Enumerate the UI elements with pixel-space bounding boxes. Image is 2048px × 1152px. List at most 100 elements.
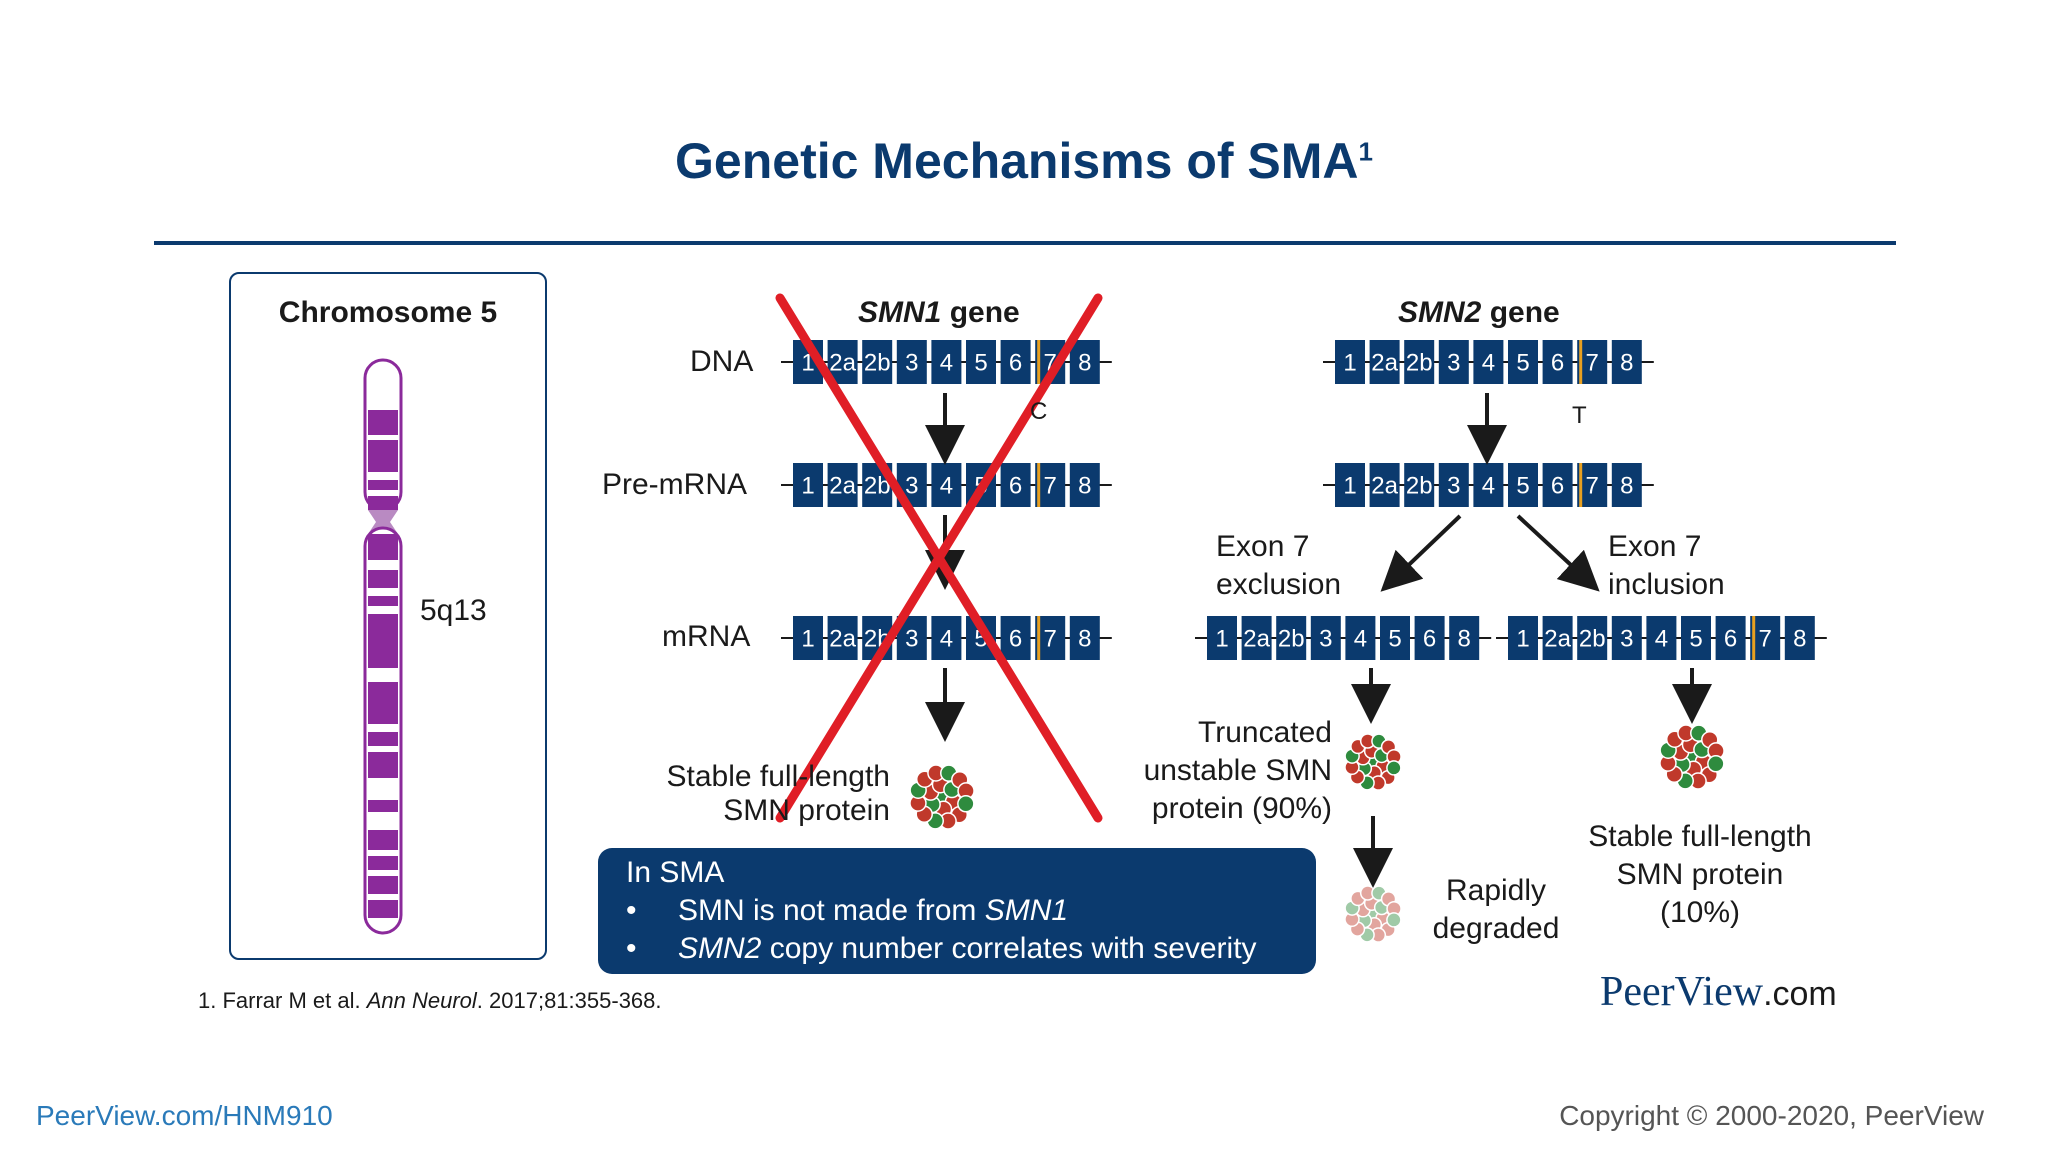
exon-label: 2b xyxy=(864,350,891,377)
footer-copyright: Copyright © 2000-2020, PeerView xyxy=(1559,1100,1984,1131)
exon-label: 1 xyxy=(1343,473,1356,500)
exon-label: 1 xyxy=(1516,626,1529,653)
smn1-variant-letter: C xyxy=(1030,398,1048,425)
exon-label: 2a xyxy=(829,626,856,653)
exon-label: 5 xyxy=(1516,350,1529,377)
exon-label: 6 xyxy=(1009,626,1022,653)
exon-label: 8 xyxy=(1458,626,1471,653)
exon7-variant-marker xyxy=(1579,340,1583,384)
protein-subunit xyxy=(1365,906,1381,922)
truncated-protein-icon xyxy=(1344,733,1402,791)
slide-title: Genetic Mechanisms of SMA1 xyxy=(675,133,1373,189)
exon-box xyxy=(1000,340,1031,384)
exon-box xyxy=(1542,340,1573,384)
exon7-variant-marker xyxy=(1579,463,1583,507)
chromosome-panel xyxy=(229,272,547,960)
row-label-mrna: mRNA xyxy=(662,620,751,653)
exon-label: 3 xyxy=(1447,350,1460,377)
smn2-gene-heading: SMN2 gene xyxy=(1398,296,1560,329)
exon-label: 2a xyxy=(829,350,856,377)
chromosome-5-illustration xyxy=(363,358,403,935)
exon-label: 1 xyxy=(801,473,814,500)
exon-box xyxy=(1542,463,1573,507)
exon-box xyxy=(931,616,962,660)
smn1-gene-heading: SMN1 gene xyxy=(858,296,1020,329)
exon-label: 7 xyxy=(1586,350,1599,377)
exon-box xyxy=(827,463,858,507)
footer-link[interactable]: PeerView.com/HNM910 xyxy=(36,1100,333,1131)
exon-box xyxy=(931,463,962,507)
exon-label: 1 xyxy=(801,626,814,653)
exon-box xyxy=(1335,340,1365,384)
protein-subunit xyxy=(1366,917,1383,933)
protein-subunit xyxy=(1386,912,1402,928)
protein-subunit xyxy=(1380,921,1396,938)
exon-label: 3 xyxy=(1319,626,1332,653)
protein-subunit xyxy=(1359,927,1375,943)
exon-box xyxy=(1404,340,1435,384)
exon-box xyxy=(1069,463,1100,507)
exon-box xyxy=(1681,616,1711,660)
exon-box xyxy=(1449,616,1480,660)
exon-box xyxy=(931,340,962,384)
exon-box xyxy=(827,616,858,660)
exon-label: 1 xyxy=(1343,350,1356,377)
protein-subunit xyxy=(1371,885,1387,901)
exon-label: 3 xyxy=(1620,626,1633,653)
exon-label: 6 xyxy=(1423,626,1436,653)
exon-box xyxy=(1508,340,1538,384)
exon-box xyxy=(1369,340,1400,384)
exon-label: 7 xyxy=(1759,626,1772,653)
exon-box xyxy=(1611,616,1642,660)
title-rule xyxy=(154,241,1896,245)
chromosome-locus-label: 5q13 xyxy=(420,594,487,627)
exon-box xyxy=(896,340,927,384)
exon-box xyxy=(1438,340,1469,384)
smn1-stable-protein-icon xyxy=(909,764,975,830)
protein-subunit xyxy=(1355,902,1371,918)
exon-label: 8 xyxy=(1078,473,1091,500)
exon-box xyxy=(1715,616,1746,660)
protein-subunit xyxy=(1356,912,1373,929)
exon-box xyxy=(1380,616,1410,660)
protein-subunit xyxy=(957,795,975,813)
exon-label: 3 xyxy=(905,626,918,653)
row-label-dna: DNA xyxy=(690,345,754,378)
exon-label: 3 xyxy=(905,473,918,500)
exon-label: 5 xyxy=(1516,473,1529,500)
exon-label: 4 xyxy=(1354,626,1367,653)
protein-subunit xyxy=(1373,899,1390,916)
exon-box xyxy=(1369,463,1400,507)
smn1-red-cross-icon xyxy=(775,293,1103,823)
exon-box xyxy=(1207,616,1237,660)
exon7-variant-marker xyxy=(1752,616,1756,660)
exon-label: 8 xyxy=(1078,626,1091,653)
exon-box xyxy=(1335,463,1365,507)
exon-label: 4 xyxy=(940,473,953,500)
exon-box xyxy=(793,616,823,660)
exon-box xyxy=(1473,463,1504,507)
exon-label: 2a xyxy=(1243,626,1270,653)
exon-box xyxy=(1241,616,1272,660)
exon-box xyxy=(1611,463,1642,507)
protein-subunit xyxy=(1363,895,1380,911)
exon-label: 6 xyxy=(1009,473,1022,500)
exon-box xyxy=(1577,616,1608,660)
exon-label: 4 xyxy=(940,626,953,653)
exon-label: 7 xyxy=(1044,473,1057,500)
exon7-variant-marker xyxy=(1037,340,1041,384)
protein-subunit xyxy=(1375,910,1391,926)
protein-subunit xyxy=(1350,890,1366,907)
exon7-variant-marker xyxy=(1037,616,1041,660)
exon-box xyxy=(1646,616,1677,660)
degraded-protein-icon xyxy=(1344,885,1402,943)
exon-label: 5 xyxy=(1388,626,1401,653)
